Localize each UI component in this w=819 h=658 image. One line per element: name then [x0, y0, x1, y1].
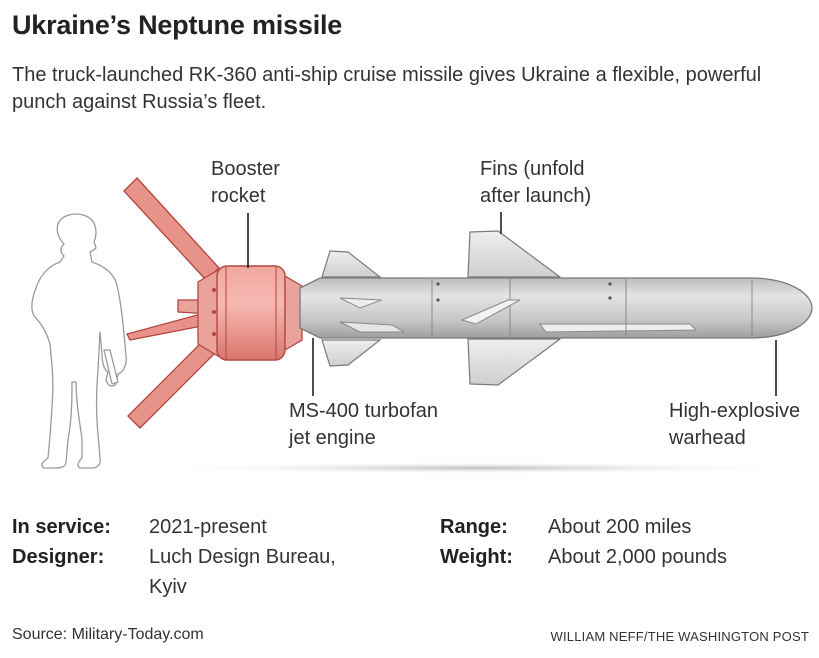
page-subtitle: The truck-launched RK-360 anti-ship crui…: [12, 64, 762, 113]
designer-value-line2: Kyiv: [149, 576, 187, 598]
upper-small-fin: [321, 250, 382, 278]
spec-row-in-service: In service: 2021-present: [12, 516, 267, 538]
booster-fins: [123, 177, 223, 429]
main-wings: [467, 230, 561, 386]
specs-left: In service: 2021-present Designer: Luch …: [12, 512, 336, 602]
booster-label: Booster rocket: [211, 158, 280, 207]
ground-shadow: [148, 462, 808, 474]
specs-right: Range: About 200 miles Weight: About 2,0…: [440, 512, 727, 572]
soldier-silhouette-icon: [31, 213, 127, 469]
page-title: Ukraine’s Neptune missile: [12, 10, 343, 40]
spec-row-designer: Designer: Luch Design Bureau, Kyiv: [12, 542, 336, 602]
credit-line: WILLIAM NEFF/THE WASHINGTON POST: [550, 629, 809, 644]
fins-label: Fins (unfold after launch): [480, 158, 592, 207]
booster-rocket: [197, 265, 303, 361]
warhead-label: High-explosive warhead: [669, 400, 801, 449]
lower-small-fin: [321, 339, 382, 367]
source-note: Source: Military-Today.com: [12, 626, 204, 643]
spec-row-weight: Weight: About 2,000 pounds: [440, 546, 728, 568]
engine-label: MS-400 turbofan jet engine: [289, 400, 438, 449]
missile-body: [299, 250, 813, 367]
spec-row-range: Range: About 200 miles: [440, 516, 692, 538]
designer-value-line1: Luch Design Bureau,: [149, 546, 336, 568]
